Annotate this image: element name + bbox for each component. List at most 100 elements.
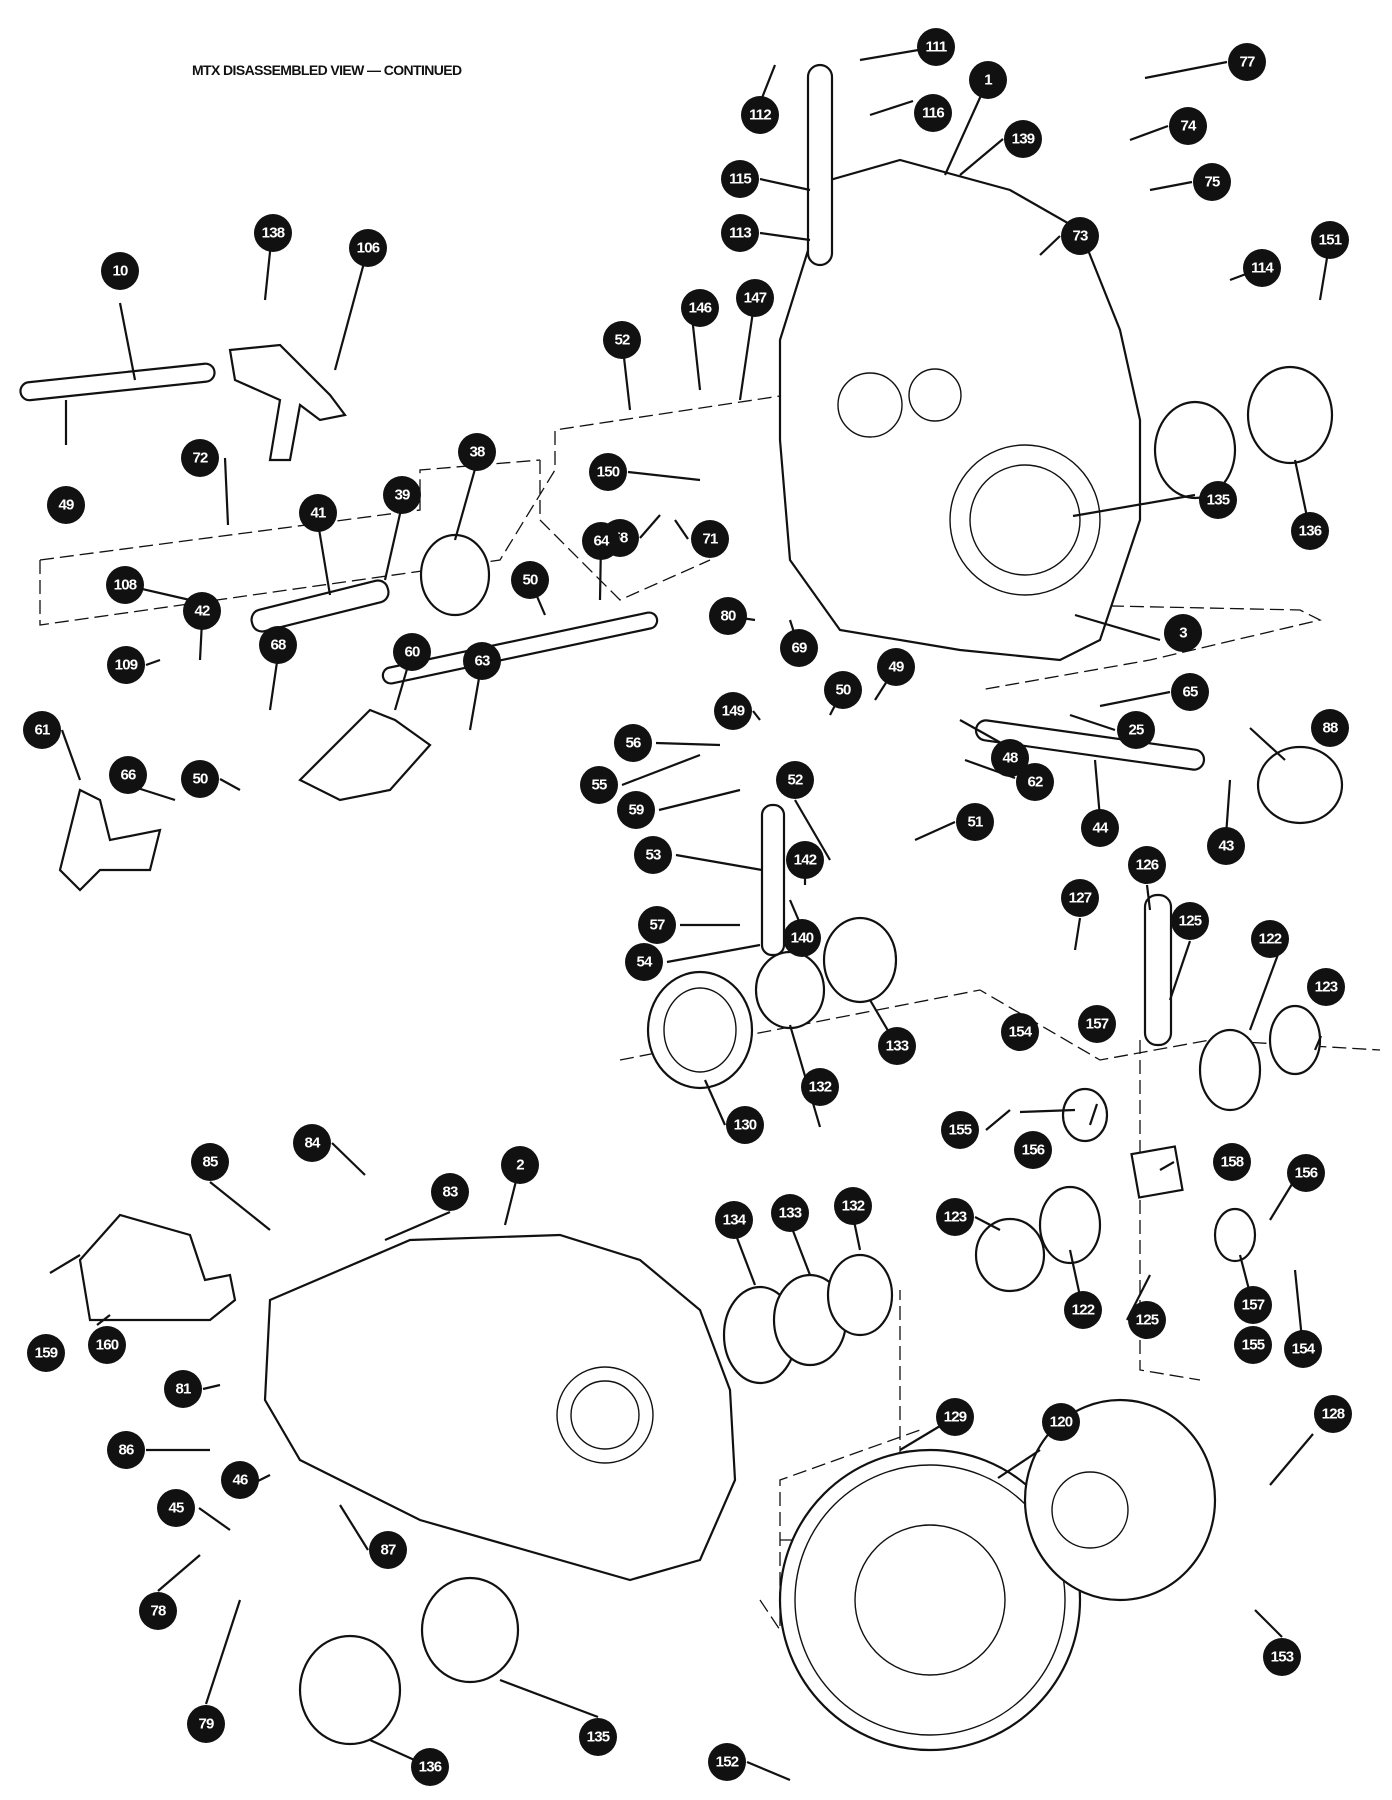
callout-c136b: 136	[411, 1748, 449, 1786]
svg-text:84: 84	[304, 1135, 321, 1152]
svg-text:46: 46	[232, 1472, 248, 1489]
callout-c155a: 155	[941, 1111, 979, 1149]
svg-text:39: 39	[394, 487, 410, 504]
svg-text:156: 156	[1295, 1165, 1318, 1182]
callout-c133a: 133	[878, 1027, 916, 1065]
callout-c149: 149	[714, 692, 752, 730]
callout-c83: 83	[431, 1173, 469, 1211]
rail-64	[381, 611, 659, 685]
svg-text:139: 139	[1012, 131, 1035, 148]
callout-c78: 78	[139, 1592, 177, 1630]
callout-c61: 61	[23, 711, 61, 749]
svg-text:128: 128	[1322, 1406, 1345, 1423]
shaft-53	[760, 803, 786, 957]
callout-c151: 151	[1311, 221, 1349, 259]
callout-c146: 146	[681, 289, 719, 327]
callout-c42: 42	[183, 592, 221, 630]
callout-c49a: 49	[877, 648, 915, 686]
svg-text:140: 140	[791, 930, 814, 947]
callout-c50b: 50	[824, 671, 862, 709]
svg-text:125: 125	[1136, 1312, 1159, 1329]
svg-text:133: 133	[779, 1205, 802, 1222]
callout-c39: 39	[383, 476, 421, 514]
callout-c87: 87	[369, 1531, 407, 1569]
callout-c154b: 154	[1284, 1330, 1322, 1368]
pin-111	[806, 63, 834, 267]
svg-text:38: 38	[469, 444, 485, 461]
svg-text:45: 45	[168, 1500, 184, 1517]
pin-126	[1143, 893, 1173, 1047]
svg-text:106: 106	[357, 240, 380, 257]
callout-c81: 81	[164, 1370, 202, 1408]
svg-text:136: 136	[419, 1759, 442, 1776]
callout-c60: 60	[393, 633, 431, 671]
svg-text:116: 116	[922, 105, 944, 122]
washer-123	[1268, 1004, 1322, 1076]
callout-c150: 150	[589, 453, 627, 491]
side-gear-122	[1198, 1028, 1262, 1112]
ring-gear	[778, 1448, 1082, 1752]
callout-c64: 64	[582, 522, 620, 560]
svg-text:154: 154	[1009, 1024, 1033, 1041]
svg-text:62: 62	[1027, 774, 1043, 791]
callout-c62: 62	[1016, 763, 1054, 801]
callout-c38: 38	[458, 433, 496, 471]
svg-text:66: 66	[120, 767, 136, 784]
svg-text:159: 159	[35, 1345, 58, 1362]
svg-text:146: 146	[689, 300, 712, 317]
callout-c72: 72	[181, 439, 219, 477]
svg-text:158: 158	[1221, 1154, 1244, 1171]
svg-text:147: 147	[744, 290, 767, 307]
svg-text:83: 83	[442, 1184, 458, 1201]
callout-c53: 53	[634, 836, 672, 874]
callout-c44: 44	[1081, 809, 1119, 847]
callout-c123b: 123	[936, 1198, 974, 1236]
callout-c129: 129	[936, 1398, 974, 1436]
svg-text:64: 64	[593, 533, 610, 550]
callout-c74: 74	[1169, 107, 1207, 145]
callout-c1: 1	[969, 61, 1007, 99]
svg-text:61: 61	[34, 722, 50, 739]
callout-c106: 106	[349, 229, 387, 267]
callout-c116: 116	[914, 94, 952, 132]
callout-c127: 127	[1061, 879, 1099, 917]
svg-text:123: 123	[944, 1209, 967, 1226]
callout-c25: 25	[1117, 711, 1155, 749]
svg-text:149: 149	[722, 703, 745, 720]
callout-c86: 86	[107, 1431, 145, 1469]
callout-c52b: 52	[776, 761, 814, 799]
svg-text:44: 44	[1092, 820, 1109, 837]
callout-c52a: 52	[603, 321, 641, 359]
callout-c49b: 49	[47, 486, 85, 524]
svg-text:88: 88	[1322, 720, 1338, 737]
callout-c155b: 155	[1234, 1326, 1272, 1364]
svg-text:156: 156	[1022, 1142, 1045, 1159]
callout-c120: 120	[1042, 1403, 1080, 1441]
svg-text:72: 72	[192, 450, 208, 467]
callout-c71: 71	[691, 520, 729, 558]
callout-c63: 63	[463, 642, 501, 680]
callout-layer: 1 2 3 10 25 38 39 41 42 43 44 45 46 48 4…	[23, 28, 1352, 1786]
svg-text:74: 74	[1180, 118, 1197, 135]
svg-text:42: 42	[194, 603, 210, 620]
svg-text:155: 155	[949, 1122, 972, 1139]
callout-c114: 114	[1243, 249, 1281, 287]
svg-text:120: 120	[1050, 1414, 1073, 1431]
svg-text:1: 1	[984, 72, 992, 89]
callout-c68: 68	[259, 626, 297, 664]
svg-text:155: 155	[1242, 1337, 1265, 1354]
side-gear-122-lower	[1038, 1185, 1102, 1265]
svg-text:52: 52	[787, 772, 803, 789]
svg-text:2: 2	[516, 1157, 524, 1174]
rail-41	[250, 579, 390, 633]
svg-text:73: 73	[1072, 228, 1088, 245]
callout-c55: 55	[580, 766, 618, 804]
svg-text:52: 52	[614, 332, 630, 349]
callout-c138: 138	[254, 214, 292, 252]
callout-c85: 85	[191, 1143, 229, 1181]
svg-text:41: 41	[310, 505, 326, 522]
svg-text:135: 135	[587, 1729, 610, 1746]
svg-text:3: 3	[1179, 625, 1187, 642]
svg-text:68: 68	[270, 637, 286, 654]
svg-text:79: 79	[198, 1716, 214, 1733]
